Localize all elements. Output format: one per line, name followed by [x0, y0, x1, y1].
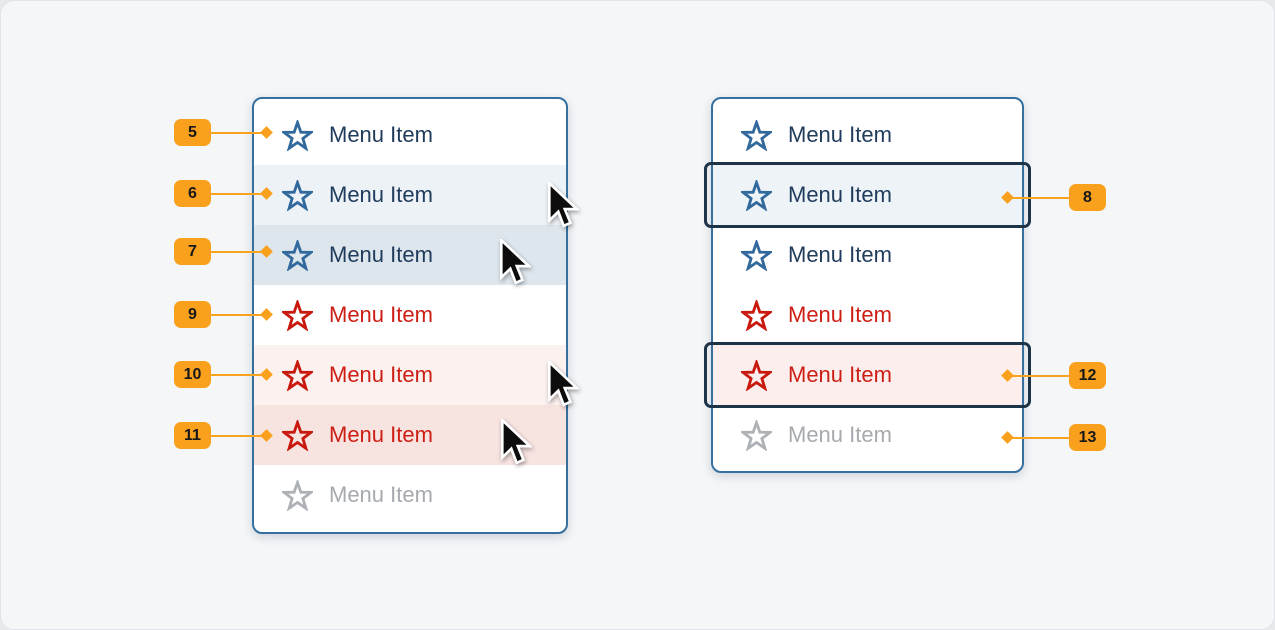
callout-diamond-icon	[260, 126, 273, 139]
menu-panel-mouse-states: Menu Item Menu Item Menu Item Menu Item …	[252, 97, 568, 534]
menu-item-label: Menu Item	[788, 182, 892, 207]
menu-item-focused[interactable]: Menu Item	[713, 165, 1022, 225]
callout-9: 9	[174, 301, 273, 328]
menu-item-danger-normal[interactable]: Menu Item	[254, 285, 566, 345]
callout-11: 11	[174, 422, 273, 449]
callout-diamond-icon	[1001, 431, 1014, 444]
callout-line	[211, 434, 262, 437]
callout-badge: 6	[174, 180, 211, 207]
star-icon	[741, 179, 772, 211]
callout-badge: 5	[174, 119, 211, 146]
callout-line	[211, 373, 262, 376]
callout-6: 6	[174, 180, 273, 207]
callout-line	[211, 131, 262, 134]
star-icon	[282, 359, 313, 391]
callout-line	[211, 192, 262, 195]
star-icon	[282, 179, 313, 211]
callout-line	[211, 250, 262, 253]
cursor-icon	[547, 182, 579, 228]
star-icon	[282, 419, 313, 451]
callout-diamond-icon	[260, 245, 273, 258]
menu-item-normal[interactable]: Menu Item	[713, 225, 1022, 285]
callout-diamond-icon	[260, 368, 273, 381]
menu-item-hover[interactable]: Menu Item	[254, 165, 566, 225]
callout-diamond-icon	[1001, 369, 1014, 382]
callout-line	[1012, 196, 1069, 199]
menu-item-label: Menu Item	[788, 242, 892, 267]
star-icon	[741, 359, 772, 391]
menu-item-normal[interactable]: Menu Item	[254, 105, 566, 165]
menu-item-disabled: Menu Item	[254, 465, 566, 525]
callout-diamond-icon	[260, 308, 273, 321]
star-icon	[282, 299, 313, 331]
star-icon	[741, 299, 772, 331]
menu-item-label: Menu Item	[329, 422, 433, 447]
callout-badge: 8	[1069, 184, 1106, 211]
callout-diamond-icon	[260, 429, 273, 442]
callout-diamond-icon	[260, 187, 273, 200]
cursor-icon	[500, 419, 532, 465]
callout-badge: 9	[174, 301, 211, 328]
menu-item-label: Menu Item	[788, 422, 892, 447]
menu-item-label: Menu Item	[329, 122, 433, 147]
menu-item-label: Menu Item	[329, 362, 433, 387]
menu-item-label: Menu Item	[329, 302, 433, 327]
callout-badge: 13	[1069, 424, 1106, 451]
star-icon	[282, 479, 313, 511]
cursor-icon	[499, 239, 531, 285]
menu-item-danger-normal[interactable]: Menu Item	[713, 285, 1022, 345]
star-icon	[282, 239, 313, 271]
star-icon	[741, 239, 772, 271]
callout-line	[1012, 436, 1069, 439]
menu-item-label: Menu Item	[329, 482, 433, 507]
callout-12: 12	[1001, 362, 1106, 389]
menu-panel-focus-states: Menu Item Menu Item Menu Item Menu Item …	[704, 97, 1031, 473]
star-icon	[741, 119, 772, 151]
callout-badge: 12	[1069, 362, 1106, 389]
callout-13: 13	[1001, 424, 1106, 451]
callout-5: 5	[174, 119, 273, 146]
menu-item-normal[interactable]: Menu Item	[713, 105, 1022, 165]
callout-badge: 10	[174, 361, 211, 388]
menu-item-label: Menu Item	[329, 182, 433, 207]
star-icon	[282, 119, 313, 151]
callout-10: 10	[174, 361, 273, 388]
callout-line	[1012, 374, 1069, 377]
cursor-icon	[547, 361, 579, 407]
callout-line	[211, 313, 262, 316]
menu-item-label: Menu Item	[788, 302, 892, 327]
star-icon	[741, 419, 772, 451]
callout-badge: 7	[174, 238, 211, 265]
menu-item-danger-focused[interactable]: Menu Item	[713, 345, 1022, 405]
callout-8: 8	[1001, 184, 1106, 211]
callout-badge: 11	[174, 422, 211, 449]
callout-diamond-icon	[1001, 191, 1014, 204]
menu-item-label: Menu Item	[329, 242, 433, 267]
menu-item-label: Menu Item	[788, 122, 892, 147]
callout-7: 7	[174, 238, 273, 265]
menu-item-label: Menu Item	[788, 362, 892, 387]
menu-item-disabled: Menu Item	[713, 405, 1022, 465]
menu-item-danger-hover[interactable]: Menu Item	[254, 345, 566, 405]
